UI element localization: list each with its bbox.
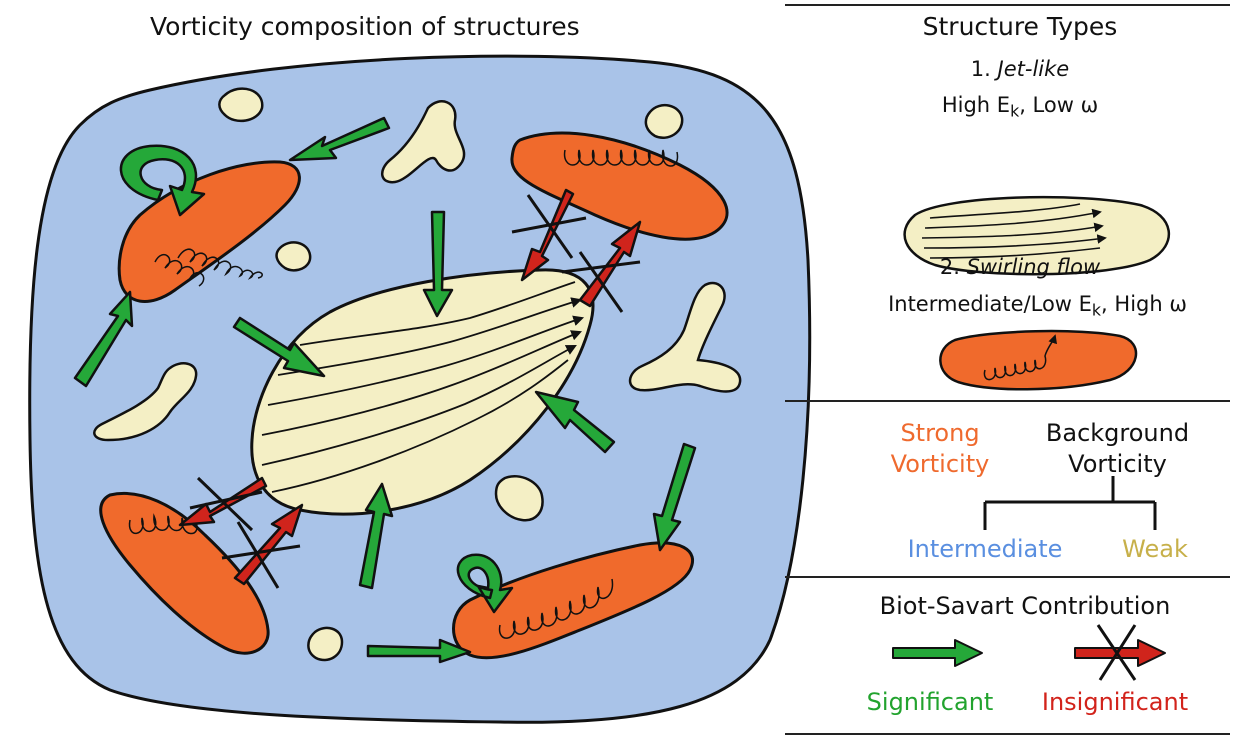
swirling-flow-desc: Intermediate/Low Ek, High ω — [840, 292, 1235, 319]
cream-blob — [628, 281, 742, 393]
swirl-structure-bottom-right — [452, 541, 694, 660]
swirl-number: 2. — [939, 255, 960, 279]
green-arrow — [358, 482, 394, 590]
cream-blob — [494, 475, 544, 522]
cross-mark — [189, 476, 263, 532]
legend-swirl-coil — [983, 334, 1057, 381]
green-arrow — [73, 290, 134, 388]
cream-blob — [644, 103, 684, 139]
divider-top — [785, 4, 1230, 6]
insignificant-label: Insignificant — [1041, 688, 1189, 716]
green-curl-arrow — [456, 553, 514, 614]
green-arrow — [366, 638, 472, 664]
divider-bottom — [785, 733, 1230, 735]
jet-like-desc: High Ek, Low ω — [870, 93, 1170, 120]
biot-savart-heading: Biot-Savart Contribution — [879, 592, 1171, 620]
green-arrow — [534, 390, 616, 454]
red-arrow — [178, 476, 268, 527]
swirl-desc-post: , High ω — [1101, 292, 1187, 316]
cross-mark — [511, 194, 587, 259]
green-arrow — [232, 316, 326, 378]
streamline — [271, 359, 569, 493]
streamline — [267, 315, 585, 406]
jet-like-name: Jet-like — [997, 57, 1070, 81]
legend-significant-arrow — [892, 639, 983, 667]
cross-mark — [561, 251, 641, 313]
jet-desc-text: High E — [941, 93, 1011, 117]
swirl-name: Swirling flow — [966, 255, 1101, 279]
weak-label: Weak — [1122, 535, 1188, 563]
swirling-flow-label: 2. Swirling flow — [870, 255, 1170, 279]
strong-vorticity-label: Strong Vorticity — [860, 418, 1020, 480]
swirl-desc-text: Intermediate/Low E — [888, 292, 1092, 316]
divider-1 — [785, 400, 1230, 402]
structure-types-heading: Structure Types — [922, 12, 1118, 41]
intermediate-label: Intermediate — [907, 535, 1063, 563]
coil — [498, 578, 614, 639]
streamline — [261, 330, 583, 436]
cream-blob — [307, 626, 344, 662]
legend-swirl-icon — [939, 329, 1138, 391]
jet-like-number: 1. — [970, 57, 991, 81]
streamline — [277, 297, 583, 376]
legend-insignificant-arrow — [1074, 639, 1166, 667]
legend-cross-mark — [1096, 624, 1137, 681]
streamline — [261, 345, 577, 466]
cream-blob — [218, 87, 264, 123]
strong-line1: Strong — [900, 419, 980, 447]
legend-jet-icon — [903, 195, 1170, 276]
green-arrow — [652, 442, 697, 552]
cream-blob — [381, 100, 466, 184]
swirl-desc-sub: k — [1091, 300, 1102, 320]
jet-desc-post: , Low ω — [1019, 93, 1099, 117]
green-curl-arrow — [119, 144, 206, 217]
divider-2 — [785, 576, 1230, 578]
coil — [563, 149, 679, 167]
tree-connector — [983, 476, 1157, 530]
streamline — [299, 281, 576, 346]
green-arrow — [288, 116, 391, 162]
cream-blob — [93, 362, 198, 442]
swirl-structure-top-left — [117, 160, 301, 303]
background-line2: Vorticity — [1068, 450, 1167, 478]
strong-line2: Vorticity — [890, 450, 990, 478]
green-arrow — [422, 210, 454, 318]
background-line1: Background — [1045, 419, 1190, 447]
coil — [154, 248, 263, 287]
red-arrow — [520, 188, 575, 282]
red-arrow — [233, 503, 304, 586]
red-arrow — [578, 220, 642, 308]
jet-like-label: 1. Jet-like — [870, 57, 1170, 81]
background-vorticity-label: Background Vorticity — [1020, 418, 1215, 480]
cream-blob — [275, 241, 312, 272]
cross-mark — [221, 521, 301, 589]
significant-label: Significant — [866, 688, 994, 716]
main-title: Vorticity composition of structures — [150, 12, 580, 41]
jet-desc-sub: k — [1010, 101, 1020, 121]
